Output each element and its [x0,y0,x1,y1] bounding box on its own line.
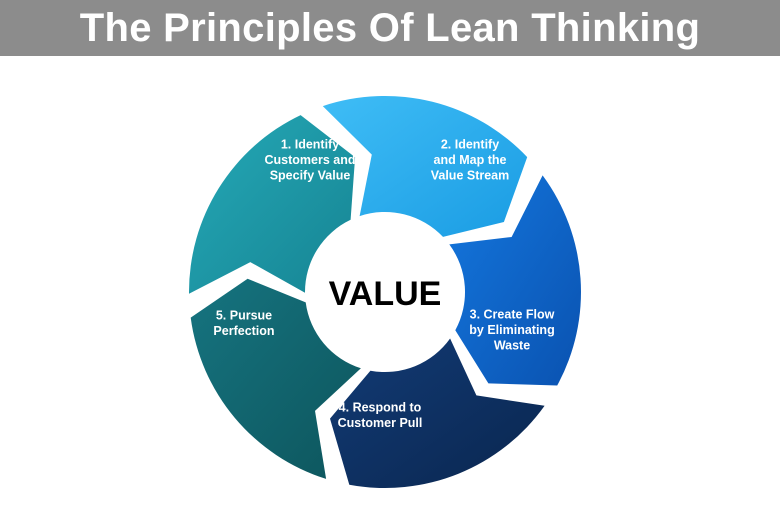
center-circle [308,215,462,369]
center-label: VALUE [329,275,442,313]
cycle-segment-4 [190,278,361,479]
step-1-label-line: 1. Identify [281,138,339,152]
cycle-segment-5 [188,115,356,294]
step-4-label-line: 4. Respond to [339,400,422,414]
step-5-label-line: Perfection [213,324,274,338]
step-3-label-line: by Eliminating [469,323,554,337]
step-4-label: 4. Respond to Customer Pull [338,400,423,430]
cycle-segment-1 [322,95,528,237]
step-4-label-line: Customer Pull [338,416,423,430]
step-2-label-line: Value Stream [431,169,510,183]
cycle-segment-2 [449,175,581,386]
step-2-label-line: and Map the [434,153,507,167]
step-1-label-line: Customers and [265,153,356,167]
step-3-label-line: Waste [494,339,530,353]
step-5-label-line: 5. Pursue [216,308,272,322]
step-2-label-line: 2. Identify [441,138,499,152]
step-3-label-line: 3. Create Flow [470,308,555,322]
title-bar: The Principles Of Lean Thinking [0,0,780,56]
page-title: The Principles Of Lean Thinking [79,5,701,50]
step-1-label-line: Specify Value [270,169,351,183]
cycle-segment-3 [330,338,545,488]
